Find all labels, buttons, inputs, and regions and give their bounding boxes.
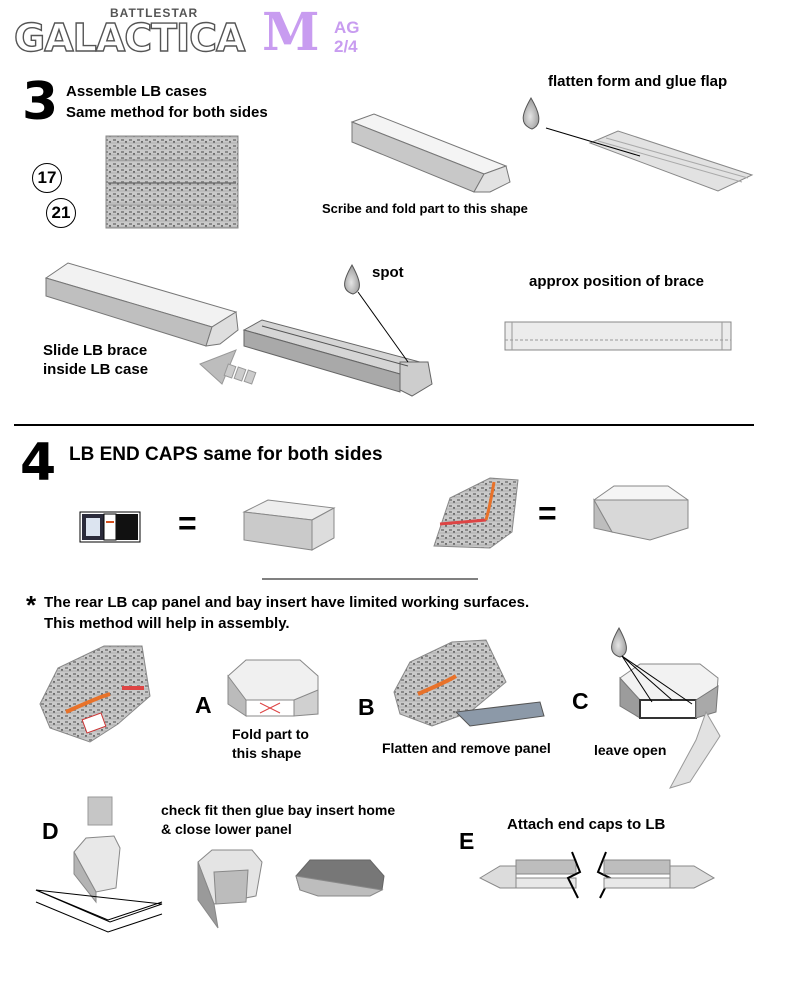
equals-sign: = <box>538 495 557 531</box>
end-cap-part-image <box>79 511 141 543</box>
step-a-label-line1: Fold part to <box>232 726 309 742</box>
step-e-letter: E <box>459 828 475 854</box>
model-code-line1: AG <box>334 18 360 37</box>
step-d-label-line2: & close lower panel <box>161 821 292 837</box>
flatten-label: flatten form and glue flap <box>548 73 728 90</box>
glue-drop-icon <box>522 96 540 130</box>
brace-position-image <box>504 321 732 351</box>
step-d-cap-image <box>197 849 263 929</box>
model-code-line2: 2/4 <box>334 37 358 56</box>
step-b-label: Flatten and remove panel <box>382 740 551 756</box>
lb-brace-image <box>242 319 433 397</box>
logo-title: GALACTICA <box>13 16 246 60</box>
step-c-image <box>619 663 721 789</box>
equals-sign: = <box>178 505 197 541</box>
step-b-image <box>393 639 545 727</box>
step-e-image <box>478 851 716 899</box>
brace-position-label: approx position of brace <box>529 273 705 290</box>
step-c-letter: C <box>572 688 589 714</box>
step-4-title: LB END CAPS same for both sides <box>69 444 383 465</box>
parts-sheet-image <box>105 135 239 229</box>
end-cap-shaped-image <box>593 485 689 541</box>
flattened-form-image <box>588 130 754 192</box>
step-3-title-line1: Assemble LB cases <box>66 83 207 100</box>
galactica-logo: BATTLESTAR GALACTICA <box>13 6 256 64</box>
model-code: AG 2/4 <box>334 18 360 56</box>
step-3-number: 3 <box>22 72 59 132</box>
end-cap-box-image <box>242 499 336 551</box>
part-number-21: 21 <box>46 198 76 228</box>
glue-drop-icon <box>611 626 627 658</box>
small-parts-image <box>223 363 257 385</box>
model-letter: M <box>262 2 320 63</box>
step-c-label: leave open <box>594 742 667 758</box>
step-a-shape-image <box>227 659 319 717</box>
step-d-closed-image <box>295 859 385 897</box>
lb-case-long-image <box>44 262 239 347</box>
slide-label-line1: Slide LB brace <box>43 342 148 359</box>
part-number-17: 17 <box>32 163 62 193</box>
step-e-label: Attach end caps to LB <box>507 816 666 833</box>
logo-subtitle: BATTLESTAR <box>110 6 199 20</box>
curved-cap-part-image <box>433 477 519 549</box>
step-d-letter: D <box>42 818 59 844</box>
step-3-title-line2: Same method for both sides <box>66 104 268 121</box>
step-a-label-line2: this shape <box>232 745 302 761</box>
scribe-label: Scribe and fold part to this shape <box>322 201 528 216</box>
slide-label-line2: inside LB case <box>43 361 149 378</box>
step-a-letter: A <box>195 692 212 718</box>
note-line1: The rear LB cap panel and bay insert hav… <box>44 594 530 611</box>
leader-line <box>357 291 409 363</box>
lb-case-folded-image <box>350 113 511 193</box>
spot-drop-icon <box>344 263 360 295</box>
step-b-letter: B <box>358 694 375 720</box>
note-asterisk: * <box>26 590 37 620</box>
note-line2: This method will help in assembly. <box>44 615 290 632</box>
curved-part-row-image <box>39 645 151 743</box>
spot-label: spot <box>372 264 404 281</box>
step-d-image <box>35 796 163 933</box>
step-d-label-line1: check fit then glue bay insert home <box>161 802 396 818</box>
leader-line <box>545 127 641 157</box>
step-4-number: 4 <box>20 433 57 493</box>
